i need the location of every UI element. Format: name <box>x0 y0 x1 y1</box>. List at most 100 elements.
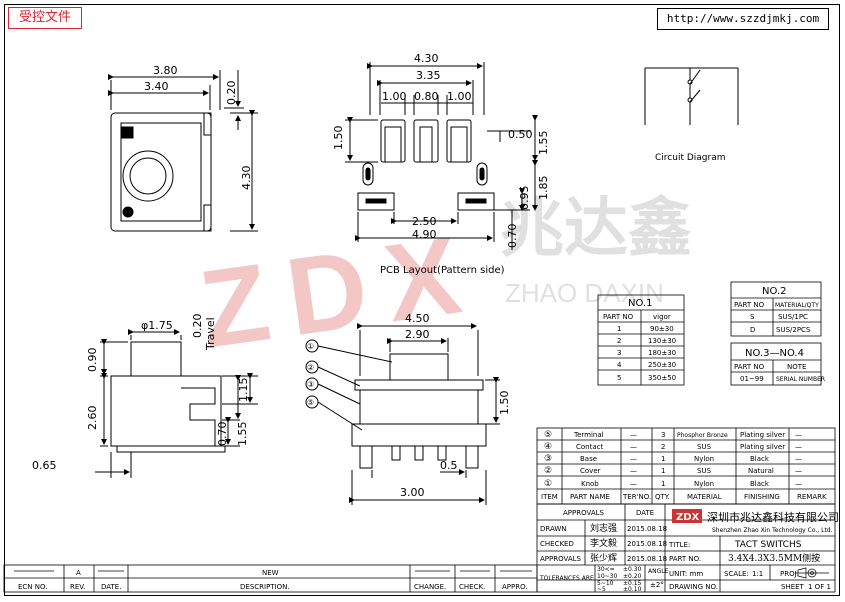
dim-pcb-right-h2: 1.85 <box>537 176 550 201</box>
watermark-logo: ZDX <box>193 211 487 372</box>
dim-pcb-total: 4.30 <box>414 52 439 65</box>
bom-item: ④ <box>544 442 552 452</box>
tb-drawn-date: 2015.08.18 <box>627 525 667 533</box>
company-name-cn: 深圳市兆达鑫科技有限公司 <box>707 510 839 524</box>
tb-tol-value: ±0.20 <box>623 573 642 580</box>
pcb-dims: 4.30 3.35 1.00 0.80 1.00 1.50 0.50 1.55 … <box>332 52 550 276</box>
bom-header: FINISHING <box>744 493 780 501</box>
rev-description-header: DESCRIPTION. <box>240 583 290 591</box>
travel-label: Travel <box>204 317 217 351</box>
table-cell: SUS/1PC <box>778 313 808 321</box>
company-logo: ZDX <box>676 512 700 523</box>
bom-item: ③ <box>544 454 552 464</box>
bom-part-name: Base <box>580 455 597 463</box>
tb-title-label: TITLE: <box>668 541 690 549</box>
circuit-caption: Circuit Diagram <box>655 153 725 163</box>
bom-finishing: Natural <box>748 467 774 475</box>
dim-pcb-pad3: 1.00 <box>447 90 472 103</box>
tb-tol-value: ±0.30 <box>623 566 642 573</box>
dim-pcb-span: 3.35 <box>416 69 441 82</box>
bom-part-name: Terminal <box>573 431 604 439</box>
bom-part-name: Contact <box>576 443 603 451</box>
bom-header: ITEM <box>541 493 558 501</box>
pcb-layout <box>345 62 538 250</box>
dim-side-height: 2.60 <box>86 406 99 431</box>
table-no2 <box>730 281 822 337</box>
bom-header: QTY. <box>655 493 670 501</box>
bom-qty: 1 <box>661 455 665 463</box>
title-block-text: APPROVALS DATE DRAWN 刘志强 2015.08.18 CHEC… <box>539 509 839 593</box>
controlled-document-stamp: 受控文件 <box>8 7 82 29</box>
tb-scale-label: SCALE: <box>724 570 749 578</box>
table-cell: 180±30 <box>648 349 676 357</box>
tb-drawn-name: 刘志强 <box>590 522 617 534</box>
tb-date-header: DATE <box>636 509 654 517</box>
pcb-caption: PCB Layout(Pattern side) <box>380 265 505 276</box>
bom-item: ⑤ <box>544 430 552 440</box>
tb-title-value: TACT SWITCHS <box>734 540 802 550</box>
table-cell: 2 <box>617 337 621 345</box>
table-no2-title: NO.2 <box>762 286 787 297</box>
company-name-en: Shenzhen Zhao Xin Technology Co., Ltd. <box>712 527 833 534</box>
title-block <box>536 503 836 593</box>
callout-5: ⑤ <box>307 398 314 407</box>
callout-1: ① <box>307 342 314 351</box>
dim-pcb-outer: 4.90 <box>412 228 437 241</box>
table-no2-header: PART NO <box>734 301 765 309</box>
dim-side-r1: 1.15 <box>237 378 250 403</box>
table-no2-header: MATERIAL/QTY <box>775 302 819 309</box>
front-view <box>305 323 500 505</box>
circuit-diagram <box>644 67 739 125</box>
tb-tol-value: ±0.10 <box>623 586 642 593</box>
tb-sheet-value: 1 OF 1 <box>808 583 831 591</box>
bom-remark: — <box>795 431 802 439</box>
tb-checked-name: 李文毅 <box>590 537 617 549</box>
tb-approvals-name: 张少辉 <box>590 553 617 564</box>
table-no1-header: vigor <box>653 313 671 321</box>
table-no1-header: PART NO <box>603 313 634 321</box>
tb-angle-label: ANGLE <box>648 568 669 575</box>
dim-side-r2: 1.55 <box>236 422 249 447</box>
bom-header: MATERIAL <box>687 493 722 501</box>
table-cell: 4 <box>617 361 622 369</box>
website-url[interactable]: http://www.szzdjmkj.com <box>657 8 829 30</box>
bom-material: Phosphor Bronze <box>677 432 728 439</box>
rev-rev-header: REV. <box>70 583 85 591</box>
tb-checked-label: CHECKED <box>540 540 574 548</box>
watermark-en: ZHAO DAXIN <box>505 278 664 308</box>
bom-remark: — <box>795 480 802 488</box>
table-no3-header: PART NO <box>734 363 765 371</box>
callout-3: ③ <box>307 380 314 389</box>
dim-top-width-outer: 3.80 <box>153 64 178 77</box>
table-cell: S <box>750 313 755 321</box>
bom-finishing: Black <box>750 480 770 488</box>
dim-pcb-bottom: 0.70 <box>506 224 519 249</box>
table-cell: SERIAL NUMBER <box>776 376 825 383</box>
table-cell: SUS/2PCS <box>776 326 811 334</box>
dim-top-0-20: 0.20 <box>225 81 238 106</box>
bom-item: ① <box>544 479 552 489</box>
dim-front-top: 4.50 <box>405 312 430 325</box>
dim-side-foot: 0.65 <box>32 459 57 472</box>
front-view-dims: 4.50 2.90 1.50 0.5 3.00 ① ② ③ ⑤ <box>307 312 511 499</box>
table-no3-title: NO.3—NO.4 <box>745 348 804 359</box>
rev-change-header: CHANGE. <box>414 583 446 591</box>
tb-part-label: PART NO. <box>669 555 701 563</box>
table-no2-text: NO.2 PART NO MATERIAL/QTY S SUS/1PC D SU… <box>734 286 819 334</box>
company-logo-box <box>672 509 702 523</box>
rev-appro-header: APPRO. <box>502 583 528 591</box>
table-no3 <box>730 342 822 386</box>
dim-pcb-pad2: 0.80 <box>414 90 439 103</box>
tb-drawing-no-label: DRAWING NO. <box>669 583 718 591</box>
side-view <box>95 329 258 478</box>
bom-ter-no: — <box>630 431 637 439</box>
tb-checked-date: 2015.08.18 <box>627 540 667 548</box>
dim-top-width-inner: 3.40 <box>144 80 169 93</box>
table-cell: D <box>750 326 755 334</box>
tb-angle-value: ±2° <box>650 581 664 589</box>
revision-text: A NEW ECN NO. REV. DATE. DESCRIPTION. CH… <box>18 569 528 591</box>
dim-top-height: 4.30 <box>240 166 253 191</box>
bom-qty: 3 <box>661 431 665 439</box>
bom-header: PART NAME <box>570 493 610 501</box>
